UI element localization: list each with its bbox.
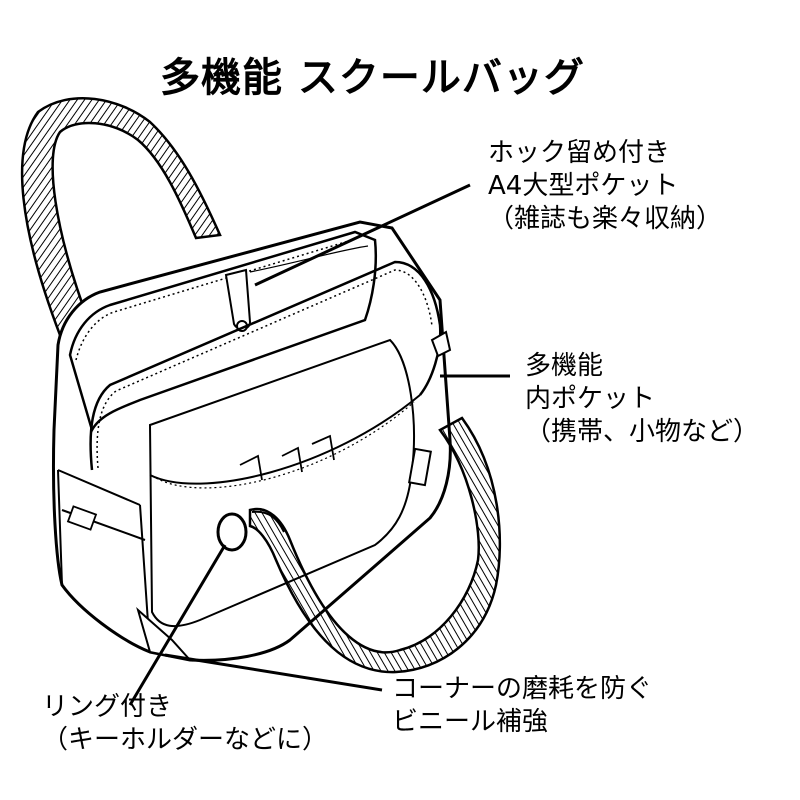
leader-front-pocket — [254, 183, 471, 287]
callout-inner-pocket-line1: 多機能 — [525, 351, 604, 381]
callout-corner: コーナーの磨耗を防ぐ ビニール補強 — [392, 676, 652, 735]
main-zipper — [89, 260, 442, 471]
callout-inner-pocket-line3: （携帯、小物など） — [525, 417, 760, 447]
callout-inner-pocket-line2: 内ポケット — [525, 384, 656, 414]
leader-corner — [164, 653, 383, 692]
callout-front-pocket-line2: A4大型ポケット — [488, 171, 679, 201]
page-title: 多機能 スクールバッグ — [160, 55, 585, 101]
strap-tab — [408, 447, 432, 487]
callout-front-pocket-line1: ホック留め付き — [488, 138, 671, 168]
callout-front-pocket: ホック留め付き A4大型ポケット （雑誌も楽々収納） — [488, 140, 722, 232]
callout-ring: リング付き （キーホルダーなどに） — [42, 694, 328, 753]
key-ring — [216, 512, 248, 552]
leader-ring — [128, 544, 227, 706]
callout-corner-line1: コーナーの磨耗を防ぐ — [392, 674, 653, 704]
front-panel — [148, 338, 415, 628]
side-panel — [57, 469, 151, 653]
inner-pocket-edge — [149, 394, 421, 485]
callout-ring-line1: リング付き — [42, 692, 173, 722]
callout-inner-pocket: 多機能 内ポケット （携帯、小物など） — [525, 353, 759, 445]
front-handle-strap — [248, 416, 502, 674]
side-tag — [66, 505, 98, 531]
callout-corner-line2: ビニール補強 — [392, 707, 549, 737]
zipper-pull — [430, 330, 452, 358]
callout-front-pocket-line3: （雑誌も楽々収納） — [488, 204, 723, 234]
back-handle-strap — [20, 97, 222, 337]
inner-pen-slots — [239, 434, 335, 481]
callout-ring-line2: （キーホルダーなどに） — [42, 725, 329, 755]
a4-pocket-panel — [68, 230, 378, 434]
